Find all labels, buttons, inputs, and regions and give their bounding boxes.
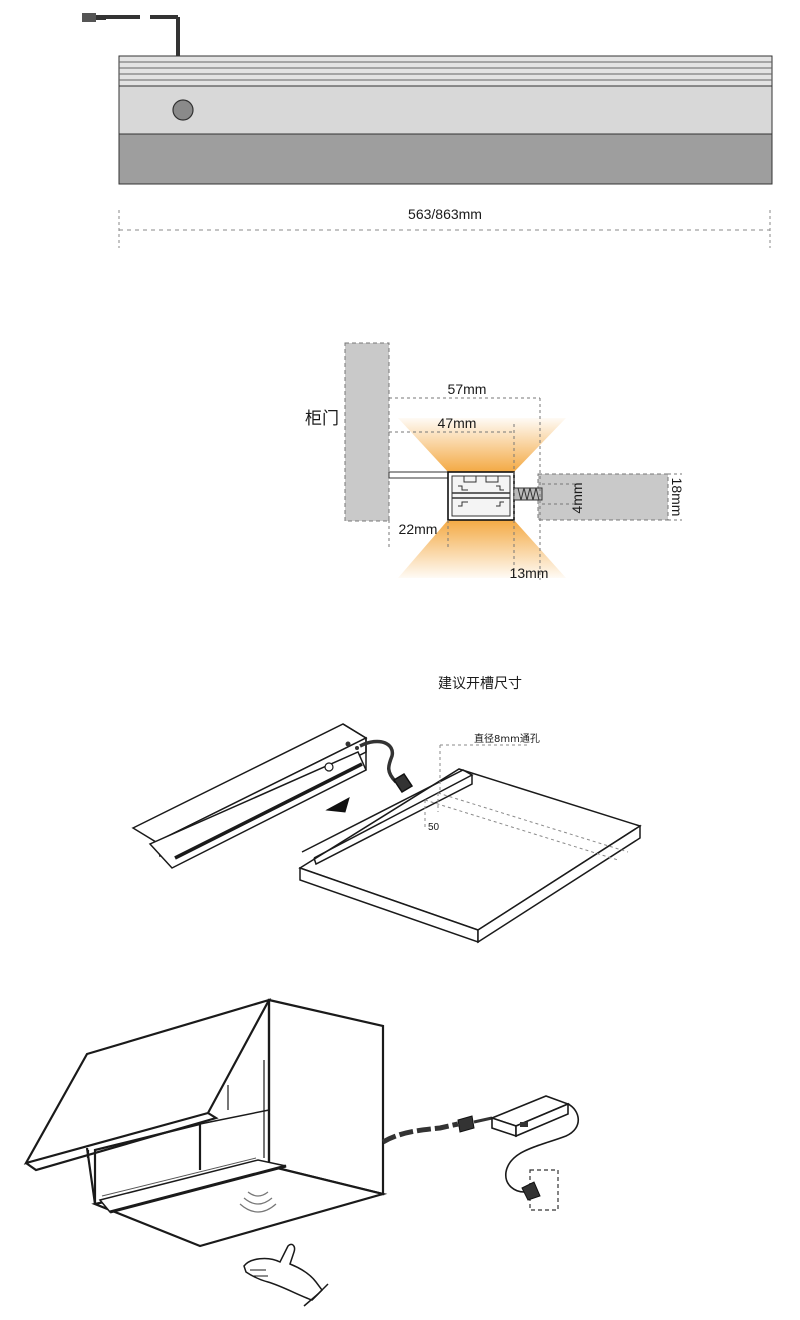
profile-cross-section — [447, 471, 515, 521]
dim-18mm: 18mm — [669, 478, 685, 517]
dim-13mm: 13mm — [510, 565, 549, 581]
light-glow-top — [398, 418, 566, 472]
sensor-wave-icon — [239, 1191, 277, 1213]
profile-front-view — [82, 13, 773, 185]
dim-22mm: 22mm — [399, 521, 438, 537]
cabinet-icon — [23, 998, 388, 1248]
screw-icon — [513, 487, 543, 501]
connector-plug-icon — [457, 1115, 493, 1133]
cable-connector-icon — [82, 13, 180, 56]
connector-icon — [392, 772, 414, 794]
light-glow-bottom — [398, 520, 566, 578]
insert-arrow-icon — [325, 796, 350, 813]
dim-4mm: 4mm — [569, 482, 585, 513]
power-adapter-icon — [489, 1095, 580, 1193]
cross-section-diagram: 柜门 — [305, 342, 685, 581]
wall-socket-icon — [521, 1169, 559, 1211]
sensor-icon — [172, 99, 194, 121]
offset-label: 50 — [428, 822, 440, 833]
length-dimension: 563/863mm — [118, 206, 771, 248]
cabinet-usage-diagram — [23, 998, 580, 1307]
door-label: 柜门 — [305, 409, 339, 429]
profile-isometric — [131, 723, 368, 869]
dim-47mm: 47mm — [438, 415, 477, 431]
hand-icon — [243, 1243, 329, 1307]
shelf-board — [537, 473, 669, 521]
cabinet-door — [344, 342, 390, 522]
length-label: 563/863mm — [408, 206, 482, 222]
hole-label: 直径8mm通孔 — [474, 732, 540, 745]
groove-installation-diagram — [131, 723, 642, 944]
section-title-groove: 建议开槽尺寸 — [438, 676, 522, 692]
grooved-board — [298, 768, 642, 944]
dim-57mm: 57mm — [448, 381, 487, 397]
